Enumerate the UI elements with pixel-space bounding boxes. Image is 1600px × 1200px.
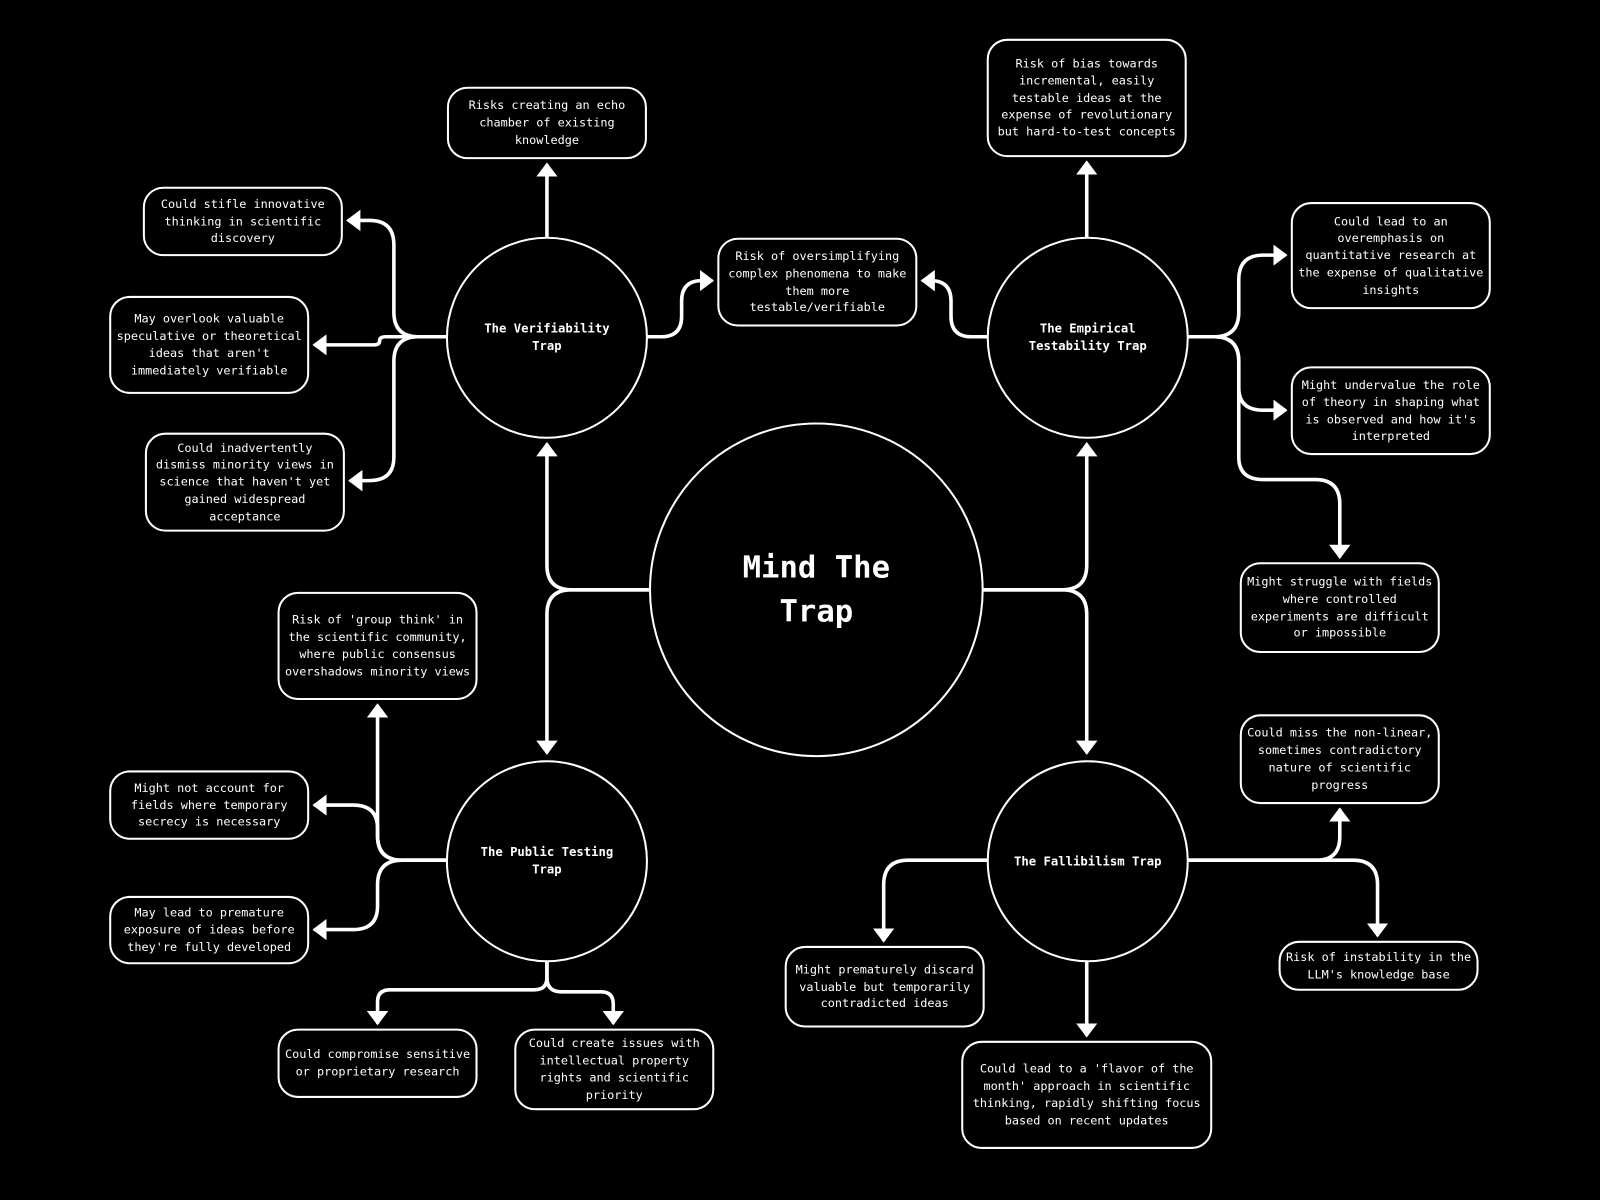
- connector-f-2: [1184, 858, 1389, 938]
- risk-box[interactable]: Could stifle innovative thinking in scie…: [142, 186, 343, 257]
- connector-p-3: [312, 858, 448, 941]
- connector-e-shared: [920, 269, 989, 339]
- risk-text: Could inadvertently dismiss minority vie…: [155, 440, 334, 524]
- risk-text: Could create issues with intellectual pr…: [528, 1036, 700, 1102]
- risk-text: Might struggle with fields where control…: [1247, 574, 1433, 641]
- trap-label: The Fallibilism Trap: [1014, 853, 1162, 868]
- connector-e-3: [1184, 334, 1351, 559]
- risk-text: Might undervalue the role of theory in s…: [1301, 377, 1480, 444]
- risk-text: May overlook valuable speculative or the…: [116, 311, 302, 378]
- trap-label: The Verifiability Trap: [484, 321, 610, 354]
- risk-box[interactable]: Could inadvertently dismiss minority vie…: [144, 432, 345, 532]
- central-topic-label: Mind The Trap: [742, 549, 891, 630]
- connector-p-1: [366, 703, 448, 862]
- risk-box[interactable]: Might struggle with fields where control…: [1239, 562, 1440, 654]
- risk-box[interactable]: Could compromise sensitive or proprietar…: [277, 1028, 478, 1098]
- risk-text: Risk of instability in the LLM's knowled…: [1285, 949, 1472, 982]
- connector-v-1: [346, 209, 448, 339]
- risk-text: Risks creating an echo chamber of existi…: [468, 98, 626, 147]
- risk-box[interactable]: Might not account for fields where tempo…: [109, 770, 310, 840]
- risk-box[interactable]: May lead to premature exposure of ideas …: [109, 895, 310, 965]
- risk-text: Could lead to a 'flavor of the month' ap…: [972, 1061, 1201, 1128]
- trap-label: The Public Testing Trap: [480, 844, 614, 877]
- risk-box[interactable]: Could lead to a 'flavor of the month' ap…: [961, 1040, 1213, 1149]
- trap-empirical-testability[interactable]: The Empirical Testability Trap: [986, 236, 1189, 439]
- trap-public-testing[interactable]: The Public Testing Trap: [445, 760, 648, 963]
- risk-box[interactable]: Risk of instability in the LLM's knowled…: [1278, 940, 1479, 991]
- risk-text: Risk of oversimplifying complex phenomen…: [728, 248, 907, 315]
- risk-box[interactable]: May overlook valuable speculative or the…: [109, 295, 310, 394]
- connector-center-verifiability: [536, 442, 651, 592]
- risk-text: Could miss the non-linear, sometimes con…: [1247, 725, 1433, 792]
- risk-text: Risk of 'group think' in the scientific …: [284, 612, 471, 679]
- trap-label: The Empirical Testability Trap: [1028, 321, 1147, 354]
- connector-f-1: [1184, 807, 1351, 862]
- risk-text: Might prematurely discard valuable but t…: [795, 962, 974, 1011]
- central-topic[interactable]: Mind The Trap: [648, 422, 984, 758]
- risk-box[interactable]: Could lead to an overemphasis on quantit…: [1290, 202, 1491, 310]
- risk-box-shared[interactable]: Risk of oversimplifying complex phenomen…: [717, 237, 918, 327]
- risk-text: Could stifle innovative thinking in scie…: [160, 196, 325, 246]
- connector-p-4: [366, 959, 549, 1026]
- connector-center-fallibilism: [981, 588, 1098, 755]
- connector-center-empirical: [981, 442, 1098, 592]
- risk-text: Might not account for fields where tempo…: [130, 780, 288, 829]
- risk-text: Risk of bias towards incremental, easily…: [997, 56, 1176, 139]
- risk-text: Could lead to an overemphasis on quantit…: [1298, 213, 1484, 297]
- risk-box[interactable]: Could miss the non-linear, sometimes con…: [1239, 714, 1440, 805]
- risk-box[interactable]: Could create issues with intellectual pr…: [514, 1028, 715, 1111]
- connector-v-3: [348, 334, 448, 492]
- connector-center-public: [536, 588, 651, 755]
- connector-p-2: [312, 794, 448, 862]
- risk-box[interactable]: Might undervalue the role of theory in s…: [1290, 366, 1491, 456]
- trap-verifiability[interactable]: The Verifiability Trap: [445, 236, 648, 439]
- risk-box[interactable]: Risk of 'group think' in the scientific …: [277, 591, 478, 700]
- risk-box[interactable]: Risks creating an echo chamber of existi…: [446, 86, 647, 160]
- risk-box[interactable]: Risk of bias towards incremental, easily…: [986, 38, 1187, 158]
- connector-v-2: [312, 334, 448, 356]
- risk-text: Could compromise sensitive or proprietar…: [284, 1047, 471, 1079]
- connector-f-3: [872, 858, 989, 943]
- risk-text: May lead to premature exposure of ideas …: [123, 905, 295, 954]
- connector-v-shared: [645, 269, 715, 339]
- connector-p-5: [545, 959, 624, 1026]
- risk-box[interactable]: Might prematurely discard valuable but t…: [784, 945, 985, 1028]
- connector-e-1: [1184, 244, 1288, 339]
- trap-fallibilism[interactable]: The Fallibilism Trap: [986, 760, 1189, 963]
